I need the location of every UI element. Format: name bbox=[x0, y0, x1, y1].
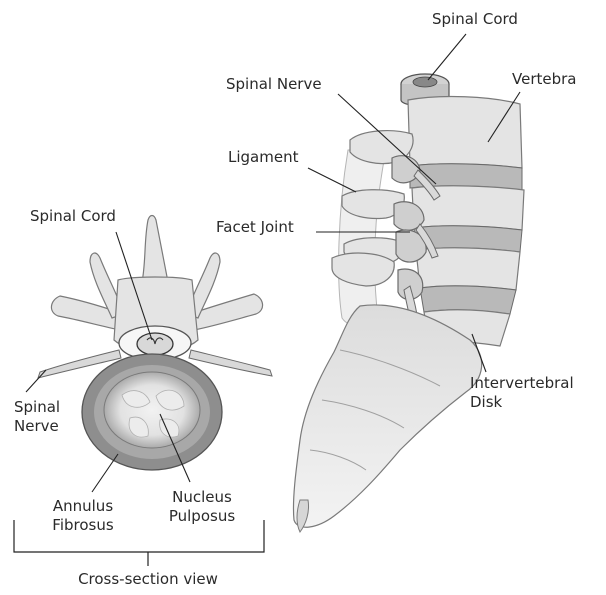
label-cross-section-view: Cross-section view bbox=[50, 570, 246, 589]
label-nucleus-pulposus: Nucleus Pulposus bbox=[160, 488, 244, 526]
leader-spinal-cord-top bbox=[428, 34, 466, 80]
leader-annulus bbox=[92, 454, 118, 492]
spinous-process bbox=[142, 216, 168, 283]
label-annulus-line-1: Annulus bbox=[40, 497, 126, 516]
label-annulus-fibrosus: Annulus Fibrosus bbox=[40, 497, 126, 535]
label-vertebra: Vertebra bbox=[512, 70, 576, 89]
lateral-spine-figure bbox=[293, 74, 524, 532]
label-intervertebral-line-2: Disk bbox=[470, 393, 574, 412]
label-ligament: Ligament bbox=[228, 148, 298, 167]
label-spinal-cord-cross: Spinal Cord bbox=[30, 207, 116, 226]
label-spinal-nerve-left: Spinal Nerve bbox=[14, 398, 60, 436]
label-spinal-nerve-left-line-1: Spinal bbox=[14, 398, 60, 417]
label-spinal-cord-top: Spinal Cord bbox=[432, 10, 518, 29]
leader-spinal-nerve-left bbox=[26, 370, 46, 392]
label-annulus-line-2: Fibrosus bbox=[40, 516, 126, 535]
label-spinal-nerve-top: Spinal Nerve bbox=[226, 75, 322, 94]
label-spinal-nerve-left-line-2: Nerve bbox=[14, 417, 60, 436]
nucleus-pulposus bbox=[104, 372, 200, 448]
label-facet-joint: Facet Joint bbox=[216, 218, 294, 237]
label-intervertebral-disk: Intervertebral Disk bbox=[470, 374, 574, 412]
sacrum bbox=[293, 305, 481, 527]
label-intervertebral-line-1: Intervertebral bbox=[470, 374, 574, 393]
label-nucleus-line-1: Nucleus bbox=[160, 488, 244, 507]
cross-section-figure bbox=[38, 216, 272, 471]
label-nucleus-line-2: Pulposus bbox=[160, 507, 244, 526]
vertebra-body-1 bbox=[408, 97, 522, 168]
